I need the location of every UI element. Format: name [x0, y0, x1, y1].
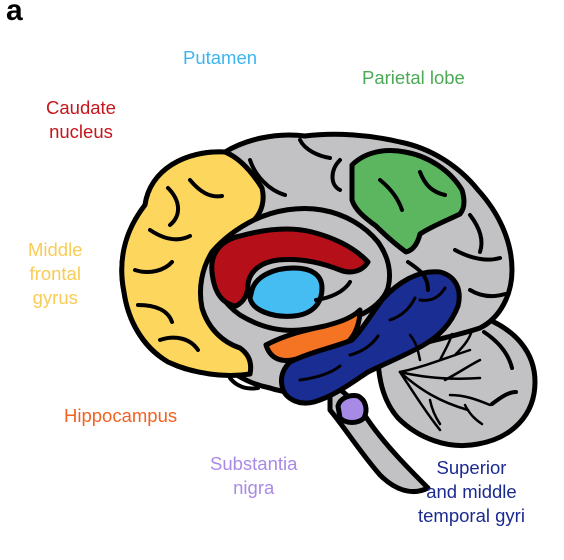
panel-letter: a — [6, 0, 23, 27]
caudate-nucleus — [209, 226, 371, 309]
parietal-lobe — [349, 148, 467, 255]
label-putamen: Putamen — [183, 46, 257, 70]
label-caudate-line2: nucleus — [49, 121, 113, 142]
label-hippocampus-text: Hippocampus — [64, 405, 178, 426]
temporal-folds — [298, 286, 447, 382]
label-frontal-line3: gyrus — [32, 287, 78, 308]
label-frontal-line1: Middle — [28, 239, 83, 260]
label-substantia-line1: Substantia — [210, 453, 298, 474]
label-hippocampus: Hippocampus — [64, 404, 177, 428]
label-middle-frontal-gyrus: Middle frontal gyrus — [28, 238, 83, 310]
label-temporal-line1: Superior — [436, 457, 507, 478]
label-temporal-gyri: Superior and middle temporal gyri — [418, 456, 525, 528]
label-temporal-line3: temporal gyri — [418, 505, 525, 526]
label-parietal-text: Parietal lobe — [362, 67, 465, 88]
putamen — [247, 265, 325, 319]
label-putamen-text: Putamen — [183, 47, 258, 68]
label-substantia-line2: nigra — [233, 477, 275, 498]
label-temporal-line2: and middle — [426, 481, 517, 502]
label-parietal-lobe: Parietal lobe — [362, 66, 465, 90]
label-frontal-line2: frontal — [29, 263, 81, 284]
label-substantia-nigra: Substantia nigra — [210, 452, 297, 500]
frontal-gyrus — [119, 149, 266, 378]
label-caudate-nucleus: Caudate nucleus — [46, 96, 116, 144]
arbor-vitae — [398, 328, 492, 432]
substantia-nigra — [335, 393, 369, 425]
temporal-gyri — [279, 269, 462, 406]
label-caudate-line1: Caudate — [46, 97, 116, 118]
brain-folds — [133, 138, 518, 406]
